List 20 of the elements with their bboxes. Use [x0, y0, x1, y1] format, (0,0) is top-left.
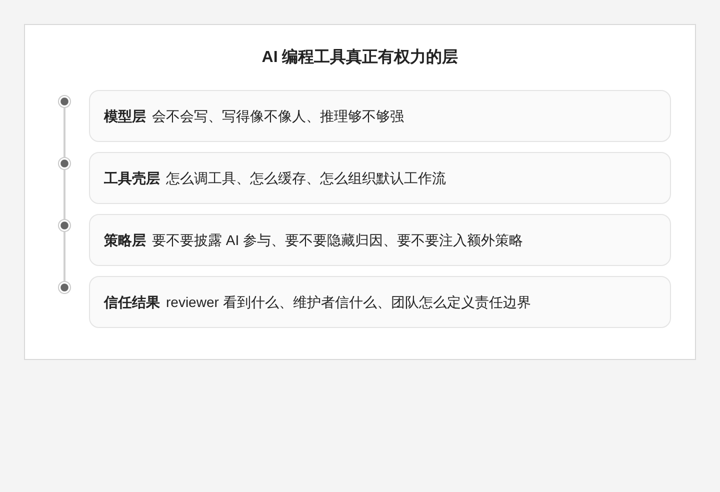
layer-description: 会不会写、写得像不像人、推理够不够强: [152, 107, 404, 126]
layer-name: 信任结果: [104, 293, 160, 312]
layer-description: 要不要披露 AI 参与、要不要隐藏归因、要不要注入额外策略: [152, 231, 524, 250]
timeline-dot: [58, 219, 71, 232]
layer-description: reviewer 看到什么、维护者信什么、团队怎么定义责任边界: [166, 293, 531, 312]
timeline-line: [64, 170, 66, 219]
timeline-line: [64, 232, 66, 281]
layer-name: 模型层: [104, 107, 146, 126]
timeline-line: [64, 108, 66, 157]
layer-card: [89, 214, 671, 266]
title: AI 编程工具真正有权力的层: [262, 47, 458, 68]
layer-card: [89, 90, 671, 142]
timeline-dot: [58, 95, 71, 108]
layer-card: [89, 152, 671, 204]
layer-card: [89, 276, 671, 328]
layer-description: 怎么调工具、怎么缓存、怎么组织默认工作流: [166, 169, 446, 188]
timeline-dot: [58, 157, 71, 170]
layer-name: 策略层: [104, 231, 146, 250]
timeline-dot: [58, 281, 71, 294]
layer-name: 工具壳层: [104, 169, 160, 188]
